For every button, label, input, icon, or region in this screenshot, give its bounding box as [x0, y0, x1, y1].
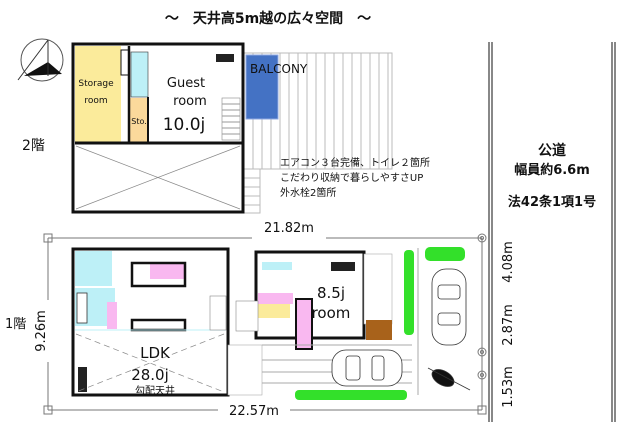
storage-room — [75, 46, 121, 142]
compass-icon — [17, 38, 64, 82]
stairs-1f — [209, 295, 227, 331]
dimension-right-2: 2.87m — [501, 304, 516, 346]
page-title: ～ 天井高5m越の広々空間 ～ — [165, 10, 371, 27]
storage-1f — [258, 304, 290, 318]
floor2-plan: BALCONY Storage room Sto. Guest room 10.… — [71, 42, 393, 214]
road: 公道 幅員約6.6m 法42条1項1号 — [488, 42, 616, 422]
room-size: 8.5j — [317, 284, 345, 302]
closet-1 — [107, 302, 117, 329]
notes: エアコン３台完備、トイレ２箇所 こだわり収納で暮らしやすさUP 外水栓2箇所 — [280, 156, 430, 199]
guest-room-size: 10.0j — [163, 115, 206, 135]
approach — [227, 344, 263, 396]
tv-board — [78, 367, 87, 392]
stairs — [221, 97, 241, 141]
ldk-ceiling: 勾配天井 — [135, 384, 175, 397]
wood-deck — [366, 320, 392, 340]
dimension-bottom: 22.57m — [229, 404, 279, 419]
road-law: 法42条1項1号 — [508, 194, 596, 210]
bathtub — [76, 292, 88, 324]
toilet-1f — [75, 251, 112, 286]
balcony-area — [245, 54, 279, 120]
ldk-size: 28.0j — [131, 366, 169, 384]
balcony-label: BALCONY — [250, 62, 308, 76]
ldk-label: LDK — [140, 344, 171, 362]
road-name: 公道 — [538, 142, 566, 159]
guest-room-label: Guest — [167, 76, 205, 91]
dimension-right-1: 4.08m — [501, 241, 516, 283]
sto-label: Sto. — [131, 117, 147, 126]
guest-room-label-2: room — [173, 94, 207, 109]
dimension-lines — [43, 233, 487, 415]
car-icon — [431, 268, 467, 346]
toilet — [130, 51, 149, 98]
dimension-top: 21.82m — [264, 221, 314, 236]
storage-label: Storage — [78, 79, 114, 89]
shoe-closet — [235, 300, 259, 332]
closet-3 — [295, 298, 313, 350]
sto-closet — [130, 98, 148, 142]
room-label: room — [312, 304, 351, 322]
note-1: エアコン３台完備、トイレ２箇所 — [280, 156, 430, 169]
pantry — [150, 263, 185, 279]
floor1-label: 1階 — [5, 317, 26, 332]
hedge — [295, 247, 465, 400]
dimension-left: 9.26m — [34, 310, 49, 352]
dimension-right-3: 1.53m — [501, 366, 516, 408]
motorbike-icon — [427, 367, 471, 391]
note-2: こだわり収納で暮らしやすさUP — [280, 171, 423, 184]
storage-label-2: room — [84, 96, 107, 106]
note-3: 外水栓2箇所 — [280, 186, 336, 199]
floor1-plan: LDK 28.0j 勾配天井 8.5j room — [71, 247, 471, 400]
closet-2 — [258, 293, 293, 304]
floor2-label: 2階 — [22, 138, 45, 154]
road-width: 幅員約6.6m — [514, 162, 590, 178]
car-icon — [331, 349, 403, 387]
